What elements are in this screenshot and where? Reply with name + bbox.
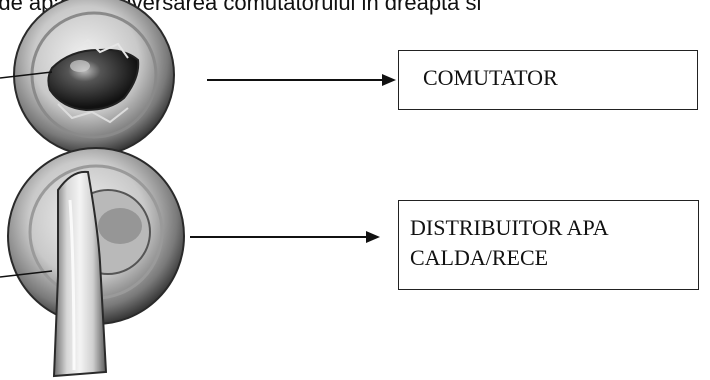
distributor-pointer-line: [0, 270, 53, 278]
switch-pointer-line: [0, 71, 53, 79]
switch-label: COMUTATOR: [423, 65, 558, 90]
distributor-label-box: DISTRIBUITOR APA CALDA/RECE: [398, 200, 699, 290]
distributor-label-line1: DISTRIBUITOR APA: [410, 215, 609, 240]
distributor-arrow: [190, 231, 380, 243]
switch-label-box: COMUTATOR: [398, 50, 698, 110]
distributor-lever-photo: [7, 147, 185, 378]
distributor-label-line2: CALDA/RECE: [410, 245, 549, 270]
switch-arrow: [207, 74, 396, 86]
switch-knob-photo: [13, 0, 175, 156]
